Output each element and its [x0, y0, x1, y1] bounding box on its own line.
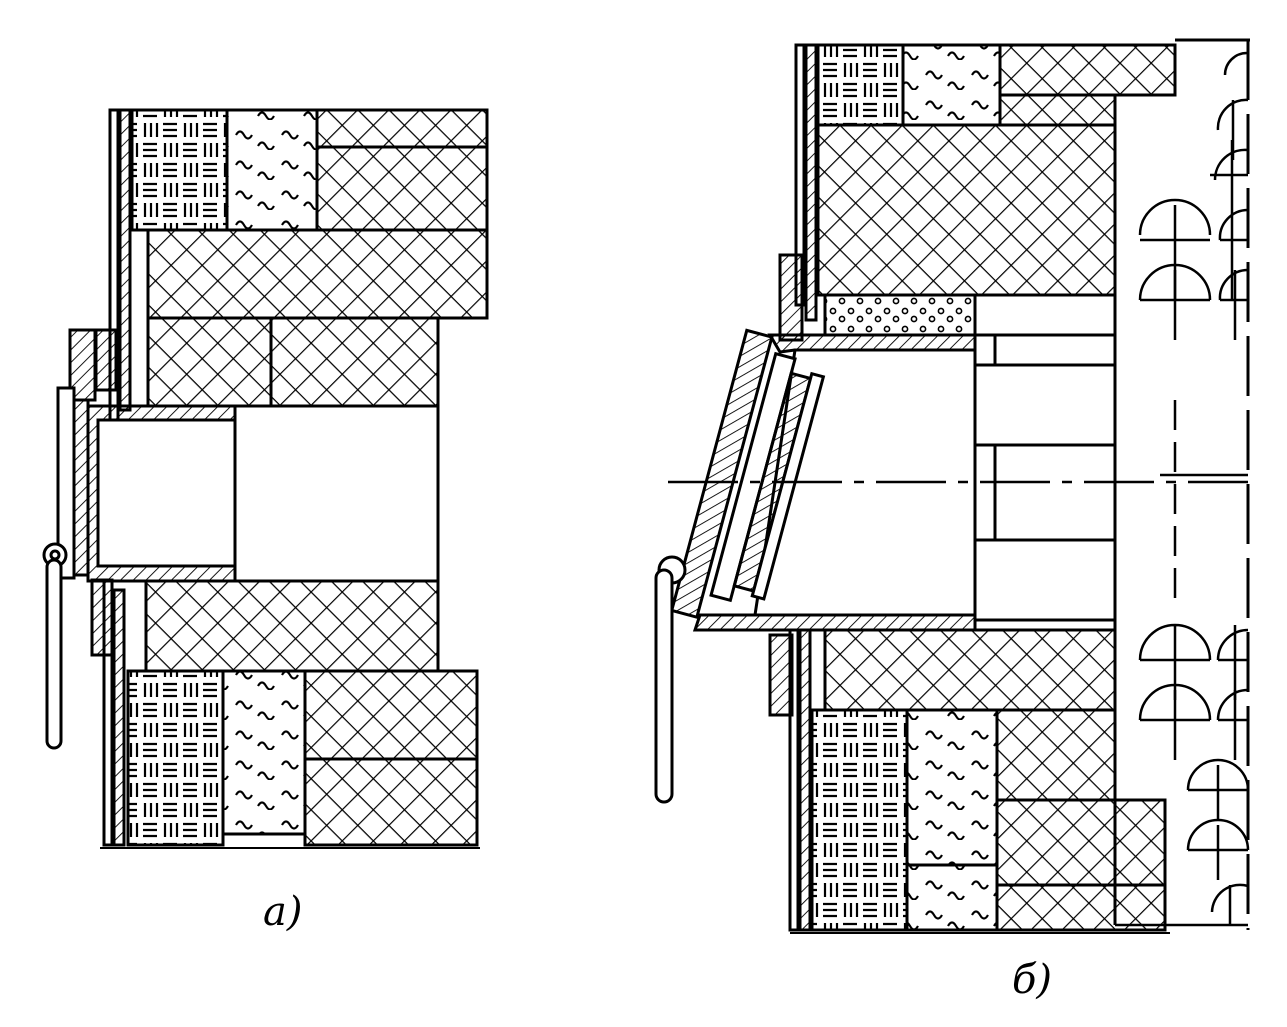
basket-layer-upper-a [130, 108, 229, 232]
chamber-opening-b [973, 293, 1117, 622]
brick-a-6 [144, 579, 440, 673]
insulation-upper-b [901, 43, 1002, 127]
brick-a-7 [303, 669, 479, 761]
dotted-infill-b [823, 293, 977, 337]
casing-sheets-b [768, 43, 818, 932]
brick-a-2 [315, 145, 489, 232]
brick-b-3 [816, 123, 1117, 297]
basket-layer-lower-a [126, 669, 225, 847]
insulation-lower-a [221, 669, 307, 836]
throat-lining-top-b [767, 333, 977, 354]
brick-b-1 [998, 43, 1177, 97]
insulation-upper-a [225, 108, 319, 232]
basket-layer-upper-b [816, 43, 905, 127]
sleeve-bore-a [96, 418, 237, 568]
brick-a-4 [146, 316, 273, 408]
door-handle-b [654, 568, 674, 804]
brick-b-4 [823, 628, 1117, 712]
brick-b-5 [995, 708, 1117, 802]
throat-lining-bottom-b [692, 613, 977, 632]
insulation-lower-b [905, 708, 999, 867]
caption-a: а) [263, 889, 302, 935]
brick-b-6 [995, 798, 1167, 887]
door-assembly-a [42, 328, 118, 750]
caption-b: б) [1012, 957, 1052, 1003]
insulation-lower-b-2 [905, 863, 999, 932]
door-handle-a [45, 558, 63, 750]
brick-a-3 [146, 228, 489, 320]
brick-a-1 [315, 108, 489, 149]
tube-bank-b [1113, 38, 1250, 930]
basket-layer-lower-b [810, 708, 909, 932]
panel-a: а) [42, 108, 489, 935]
brick-a-8 [303, 757, 479, 847]
brick-b-2 [998, 93, 1117, 127]
brick-a-5 [269, 316, 440, 408]
bore-a [233, 404, 440, 583]
panel-b: б) [654, 38, 1250, 1003]
brick-b-7 [995, 883, 1167, 932]
